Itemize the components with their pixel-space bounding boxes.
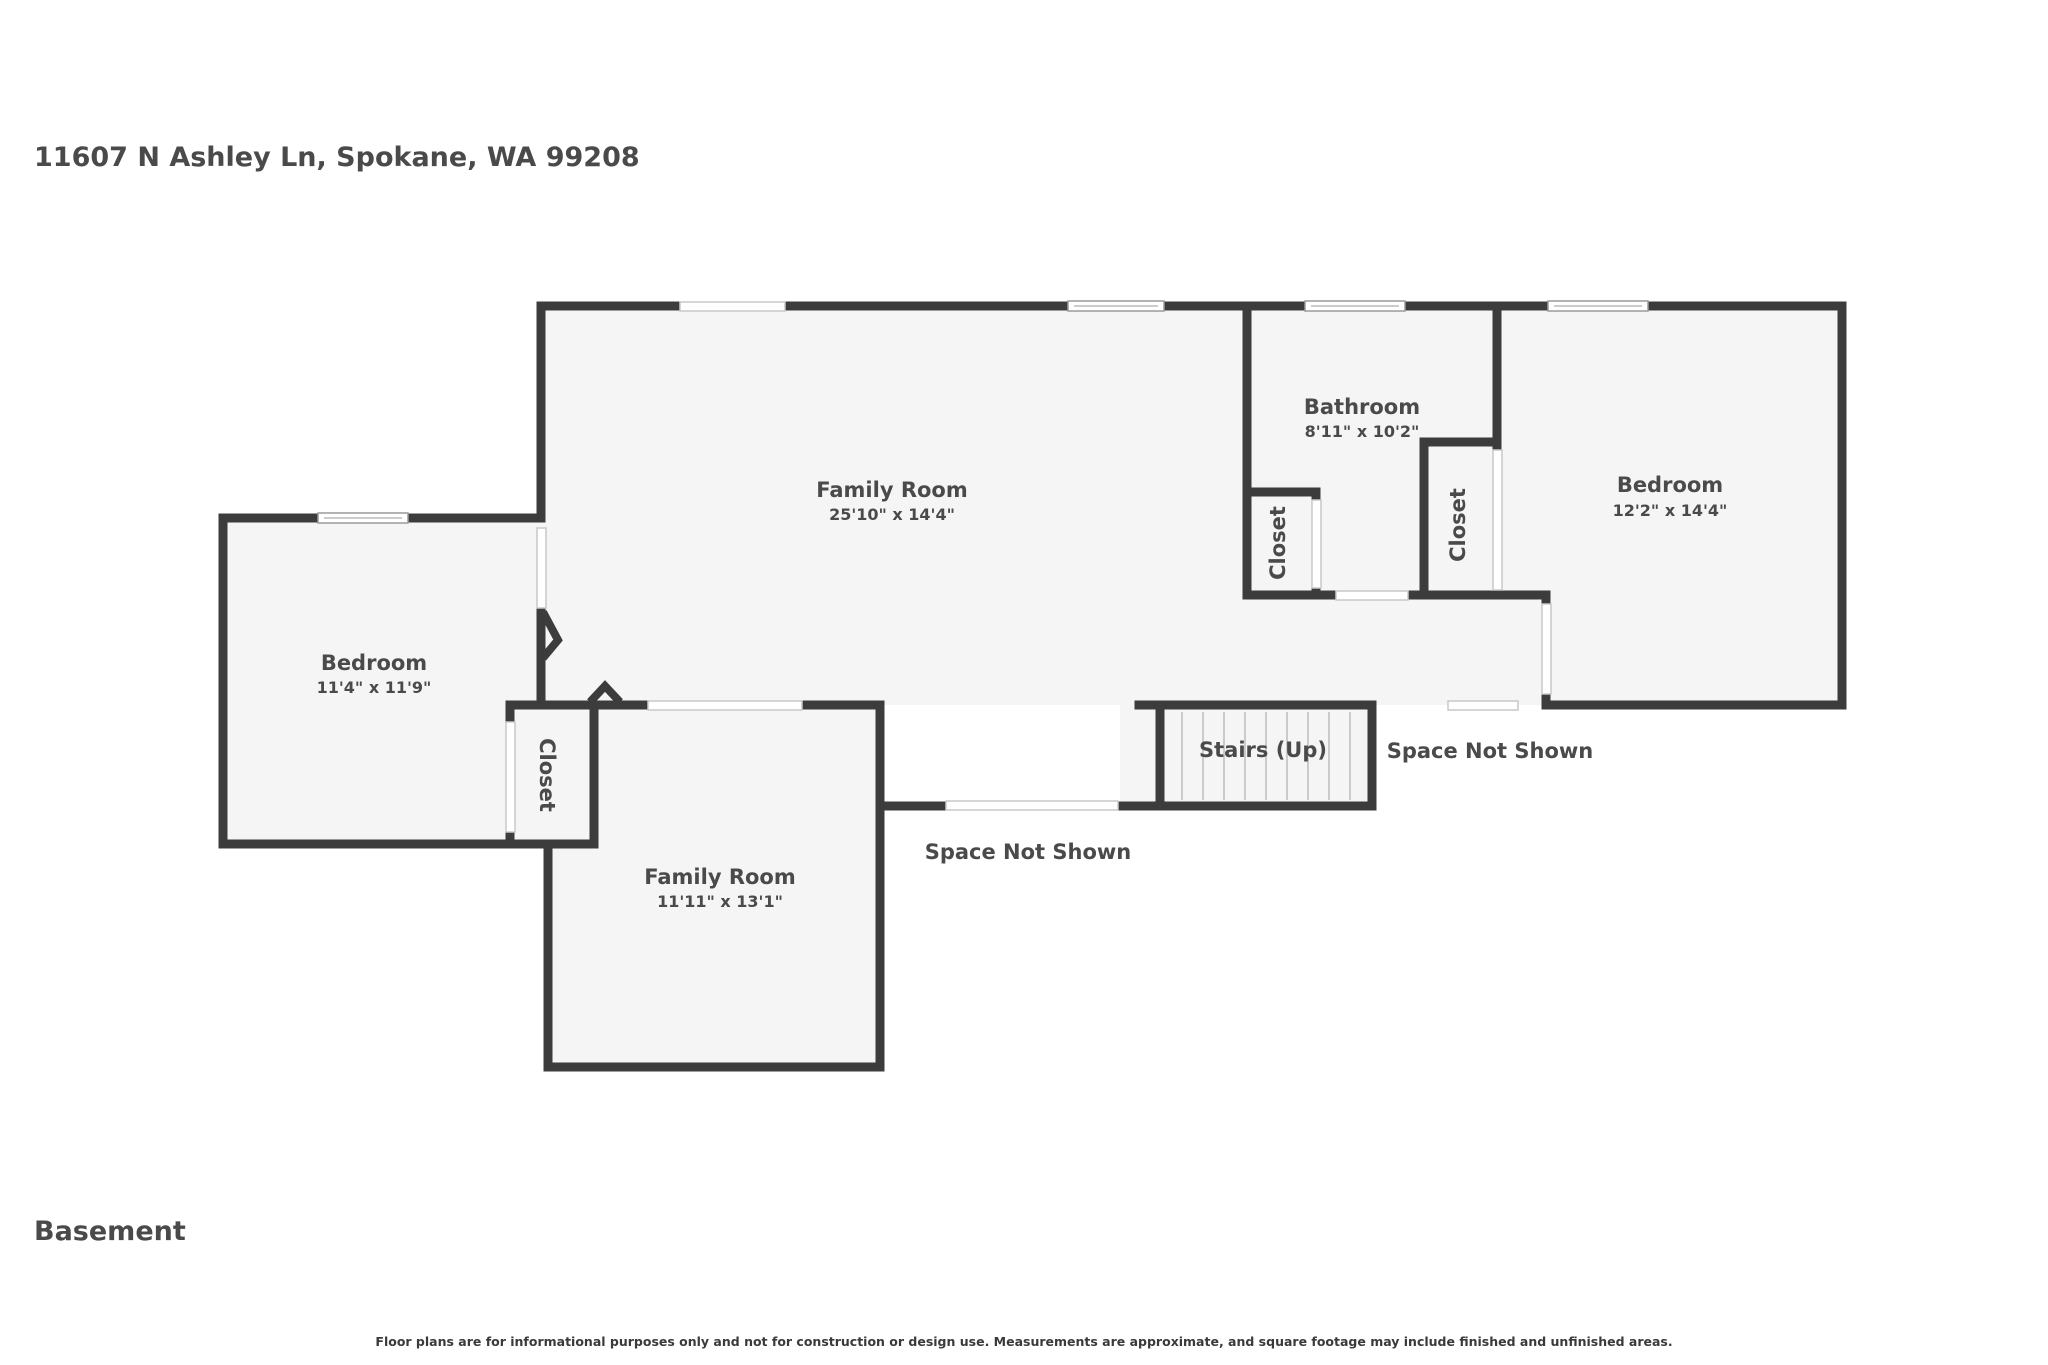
bedroom-right-dims: 12'2" x 14'4" [1613, 501, 1728, 520]
family-room-lower-floor [548, 705, 880, 1067]
closet-left-floor [510, 705, 594, 844]
bathroom-name: Bathroom [1304, 395, 1420, 419]
bathroom-floor [1252, 310, 1502, 595]
closet-bath-label: Closet [1266, 506, 1290, 580]
stairs-label: Stairs (Up) [1199, 738, 1327, 762]
bedroom-right-floor [1502, 310, 1838, 705]
door-markers [539, 610, 623, 705]
bedroom-left-floor [223, 518, 541, 844]
disclaimer-text: Floor plans are for informational purpos… [375, 1334, 1673, 1349]
bathroom-dims: 8'11" x 10'2" [1305, 422, 1420, 441]
floor-level-label: Basement [34, 1216, 186, 1247]
family-room-lower-name: Family Room [644, 865, 795, 889]
family-room-lower-dims: 11'11" x 13'1" [657, 892, 783, 911]
bedroom-left-name: Bedroom [321, 651, 427, 675]
bedroom-right-name: Bedroom [1617, 473, 1723, 497]
property-address: 11607 N Ashley Ln, Spokane, WA 99208 [34, 142, 640, 173]
stair-treads [1181, 712, 1351, 800]
family-room-main-dims: 25'10" x 14'4" [829, 505, 955, 524]
bedroom-left-dims: 11'4" x 11'9" [317, 678, 432, 697]
room-floors [223, 310, 1838, 1067]
family-room-main-name: Family Room [816, 478, 967, 502]
closet-bedroom-label: Closet [1446, 488, 1470, 562]
family-room-main-floor [541, 310, 1546, 806]
windows [317, 300, 1649, 524]
space-not-shown-bottom: Space Not Shown [925, 840, 1132, 864]
openings [505, 301, 1552, 833]
closet-left-label: Closet [535, 738, 559, 812]
space-not-shown-right: Space Not Shown [1387, 739, 1594, 763]
